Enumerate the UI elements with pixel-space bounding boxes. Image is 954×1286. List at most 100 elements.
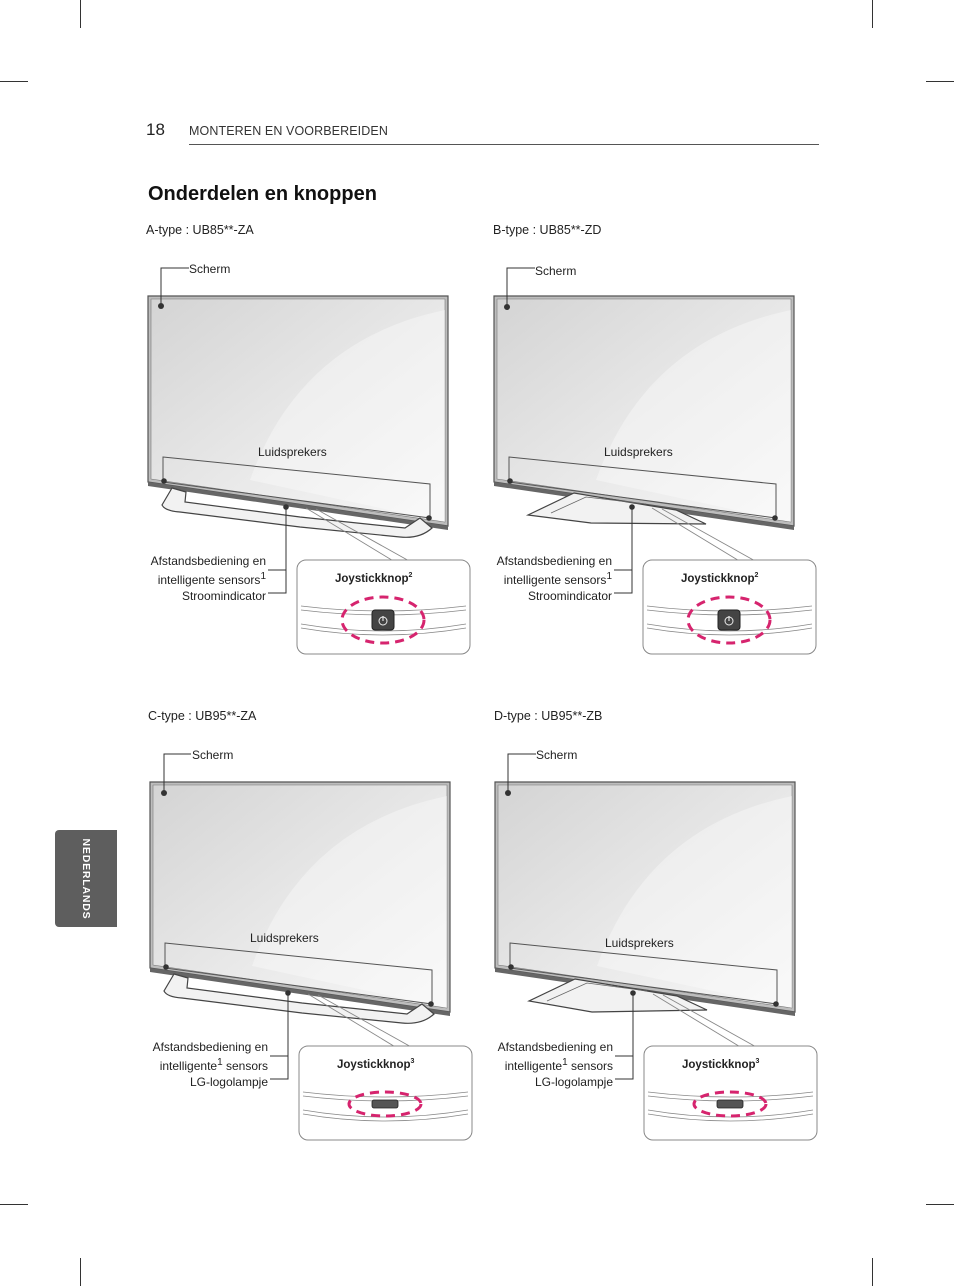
tv-stand <box>163 973 435 1024</box>
page-heading: Onderdelen en knoppen <box>148 183 377 205</box>
scherm-leader <box>507 753 536 793</box>
logo-button-icon <box>716 1099 744 1109</box>
crop-mark <box>926 81 954 82</box>
detail-bezel-lines <box>302 1091 469 1122</box>
scherm-marker <box>161 790 167 796</box>
model-type-label: A-type : UB85**-ZA <box>146 223 254 237</box>
scherm-marker <box>504 304 510 310</box>
sensor-marker <box>283 504 289 510</box>
speaker-outline <box>509 942 778 1005</box>
joystick-pointer <box>305 507 412 563</box>
callout-line-1: Afstandsbediening en <box>150 554 266 568</box>
language-tab: NEDERLANDS <box>55 830 117 927</box>
tv-frame <box>149 781 451 1013</box>
screen-label: Scherm <box>535 264 577 278</box>
speaker-marker <box>773 1001 779 1007</box>
speaker-marker <box>772 515 778 521</box>
screen-glare <box>597 796 792 1008</box>
callout-line-3: Stroomindicator <box>181 589 266 603</box>
detail-bezel-lines <box>646 605 813 636</box>
joystick-detail-box <box>643 1045 818 1141</box>
callout-line-2: intelligente sensors1 <box>157 571 266 587</box>
crop-mark <box>926 1204 954 1205</box>
speakers-label: Luidsprekers <box>258 445 327 459</box>
sensor-leader <box>268 507 287 594</box>
power-icon <box>378 616 388 626</box>
crop-mark <box>80 1258 81 1286</box>
speakers-label: Luidsprekers <box>605 936 674 950</box>
screen-label: Scherm <box>192 748 234 762</box>
screen-glare <box>250 310 445 522</box>
model-type-label: D-type : UB95**-ZB <box>494 709 603 723</box>
language-tab-label: NEDERLANDS <box>80 838 92 919</box>
screen-label: Scherm <box>189 262 231 276</box>
sensor-leader <box>270 993 289 1080</box>
tv-screen <box>150 298 446 523</box>
joystick-highlight <box>347 1090 423 1118</box>
screen-glare <box>252 796 447 1008</box>
joystick-highlight <box>340 595 426 645</box>
tv-bottom-bar <box>495 968 795 1016</box>
joystick-highlight <box>692 1090 768 1118</box>
crop-mark <box>872 1258 873 1286</box>
detail-bezel-lines <box>300 605 467 636</box>
tv-frame <box>147 295 449 527</box>
joystick-label: Joystickknop3 <box>337 1058 415 1071</box>
speaker-marker <box>426 515 432 521</box>
tv-bottom-bar <box>148 482 448 530</box>
callout-line-1: Afstandsbediening en <box>497 1040 613 1054</box>
joystick-pointer <box>651 507 758 563</box>
model-type-label: C-type : UB95**-ZA <box>148 709 257 723</box>
joystick-detail-box <box>296 559 471 655</box>
tv-stand <box>161 487 433 538</box>
sensor-leader <box>615 993 634 1080</box>
scherm-marker <box>505 790 511 796</box>
joystick-pointer <box>307 993 414 1049</box>
speaker-outline <box>508 456 777 519</box>
speakers-label: Luidsprekers <box>604 445 673 459</box>
tv-frame <box>494 781 796 1013</box>
scherm-leader <box>506 267 535 307</box>
joystick-label: Joystickknop2 <box>335 572 413 585</box>
page-number: 18 <box>146 120 165 139</box>
header-divider <box>189 144 819 145</box>
crop-mark <box>872 0 873 28</box>
sensor-callout: Afstandsbediening en intelligente sensors… <box>151 553 266 604</box>
callout-line-2: intelligente sensors1 <box>503 571 612 587</box>
callout-line-3: Stroomindicator <box>527 589 612 603</box>
joystick-label: Joystickknop3 <box>682 1058 760 1071</box>
speaker-outline <box>164 942 433 1005</box>
scherm-marker <box>158 303 164 309</box>
callout-line-2: intelligente1 sensors <box>159 1057 268 1073</box>
tv-screen <box>152 784 448 1009</box>
speaker-marker <box>163 964 169 970</box>
callout-line-3: LG-logolampje <box>189 1075 268 1089</box>
crop-mark <box>0 81 28 82</box>
tv-bottom-bar <box>150 968 450 1016</box>
section-title: MONTEREN EN VOORBEREIDEN <box>189 124 388 138</box>
speaker-marker <box>428 1001 434 1007</box>
speakers-label: Luidsprekers <box>250 931 319 945</box>
joystick-pointer <box>652 993 759 1049</box>
callout-line-3: LG-logolampje <box>534 1075 613 1089</box>
joystick-detail-box <box>642 559 817 655</box>
screen-label: Scherm <box>536 748 578 762</box>
tv-stand <box>527 978 708 1013</box>
tv-screen <box>497 784 793 1009</box>
power-icon <box>724 616 734 626</box>
scherm-leader <box>160 267 189 306</box>
speaker-marker <box>508 964 514 970</box>
tv-stand <box>525 492 707 525</box>
sensor-leader <box>614 507 633 594</box>
scherm-leader <box>163 753 191 793</box>
callout-line-1: Afstandsbediening en <box>496 554 612 568</box>
sensor-marker <box>630 990 636 996</box>
joystick-highlight <box>686 595 772 645</box>
crop-mark <box>80 0 81 28</box>
crop-mark <box>0 1204 28 1205</box>
